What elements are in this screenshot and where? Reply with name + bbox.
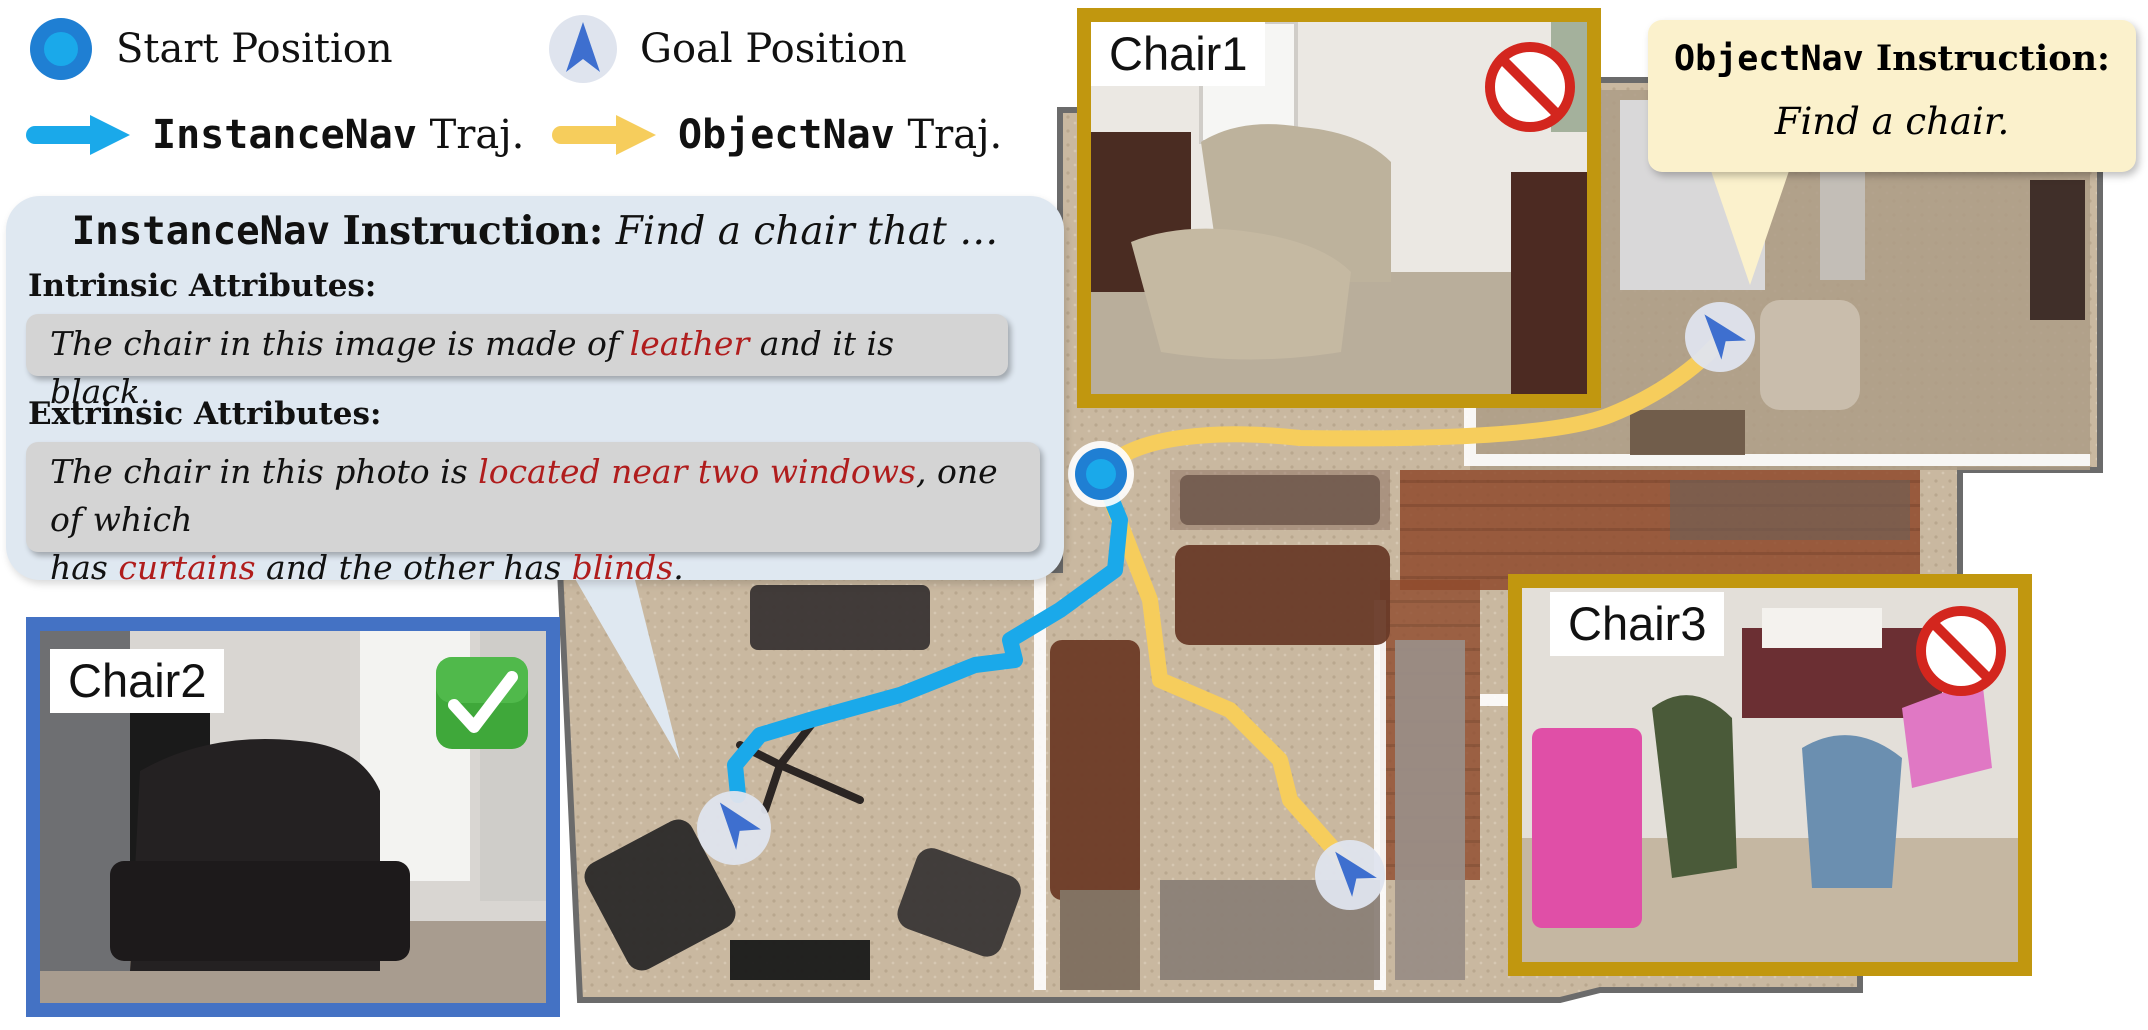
goal-position-icon xyxy=(549,15,617,83)
extrinsic-text-part: and the other has xyxy=(255,548,572,587)
objectnav-trajectory xyxy=(1093,332,1728,482)
extrinsic-attributes-text: The chair in this photo is located near … xyxy=(26,442,1040,587)
extrinsic-text-part: , one of which xyxy=(50,452,998,539)
black-chair-map xyxy=(897,848,1021,957)
legend-objectnav-trajectory: ObjectNav Traj. xyxy=(548,112,1002,158)
chair1-label: Chair1 xyxy=(1091,22,1266,86)
objectnav-instruction-box: ObjectNav Instruction: Find a chair. xyxy=(1648,20,2136,172)
fireplace xyxy=(730,940,870,980)
instancenav-trajectory xyxy=(727,466,1128,803)
coffee-table xyxy=(1180,475,1380,525)
instancenav-callout-tail xyxy=(570,560,680,760)
legend-instancenav-prefix: InstanceNav xyxy=(152,112,417,158)
instancenav-instruction-title: InstanceNav Instruction: Find a chair th… xyxy=(6,208,1064,254)
prohibited-icon xyxy=(1485,42,1575,132)
goal-marker-chair1 xyxy=(1685,302,1755,372)
objectnav-instruction-title: ObjectNav Instruction: xyxy=(1648,38,2136,79)
extrinsic-text-part: has xyxy=(50,548,119,587)
chair2-frame: Chair2 xyxy=(26,617,560,1017)
chair3-frame: Chair3 xyxy=(1508,574,2032,976)
intrinsic-attributes-heading: Intrinsic Attributes: xyxy=(28,268,377,304)
instancenav-arrow-icon xyxy=(26,115,130,155)
clutter-top xyxy=(1170,470,1390,530)
intrinsic-highlight-leather: leather xyxy=(629,324,750,363)
check-mark-icon xyxy=(436,657,528,749)
chair3-label: Chair3 xyxy=(1550,592,1725,656)
legend-objectnav-suffix: Traj. xyxy=(907,112,1003,158)
legend-goal-label: Goal Position xyxy=(640,26,907,72)
long-sofa xyxy=(1050,640,1140,900)
extrinsic-highlight-windows: located near two windows xyxy=(478,452,916,491)
legend-objectnav-prefix: ObjectNav xyxy=(678,112,895,158)
tv-stand xyxy=(750,585,930,650)
sofa-living-room xyxy=(1175,545,1390,645)
instancenav-instruction-box: InstanceNav Instruction: Find a chair th… xyxy=(6,196,1064,587)
extrinsic-text-part: . xyxy=(673,548,684,587)
extrinsic-text-part: The chair in this photo is xyxy=(50,452,479,491)
instancenav-instruction-text: Find a chair that … xyxy=(615,209,999,254)
chair3-photo xyxy=(1522,588,2018,962)
dresser xyxy=(1820,160,1865,280)
extrinsic-highlight-blinds: blinds xyxy=(571,548,674,587)
dark-cabinet xyxy=(2030,180,2085,320)
bedroom-armchair xyxy=(1760,300,1860,410)
objectnav-instruction-prefix: ObjectNav xyxy=(1674,39,1864,79)
start-position-marker xyxy=(1068,441,1134,507)
start-position-icon xyxy=(30,18,92,80)
goal-marker-chair3 xyxy=(1315,840,1385,910)
legend-goal-position: Goal Position xyxy=(548,14,907,84)
black-sofa-map xyxy=(584,819,736,971)
objectnav-instruction-text: Find a chair. xyxy=(1774,100,2010,143)
objectnav-arrow-icon xyxy=(552,115,656,155)
legend-instancenav-trajectory: InstanceNav Traj. xyxy=(22,112,524,158)
objectnav-trajectory-2 xyxy=(1093,466,1358,878)
legend-start-label: Start Position xyxy=(116,26,393,72)
shelf-right xyxy=(1670,480,1910,540)
intrinsic-text-part: The chair in this image is made of xyxy=(50,324,630,363)
bench xyxy=(1630,410,1745,455)
chair1-frame: Chair1 xyxy=(1077,8,1601,408)
objectnav-instruction-label: Instruction: xyxy=(1875,38,2110,79)
intrinsic-text-part: and it is black. xyxy=(50,324,895,411)
legend-instancenav-suffix: Traj. xyxy=(429,112,525,158)
shelf-left xyxy=(1060,890,1140,990)
chair2-label: Chair2 xyxy=(50,649,225,713)
instancenav-instruction-label: Instruction: xyxy=(342,208,604,254)
intrinsic-attributes-text: The chair in this image is made of leath… xyxy=(26,314,1008,411)
objectnav-callout-tail xyxy=(1710,168,1790,285)
ceiling-fan xyxy=(736,716,864,814)
instancenav-instruction-prefix: InstanceNav xyxy=(71,209,331,254)
furniture xyxy=(584,100,2085,990)
goal-marker-chair2 xyxy=(697,791,771,865)
legend-start-position: Start Position xyxy=(28,16,393,82)
prohibited-icon xyxy=(1916,606,2006,696)
extrinsic-attributes-heading: Extrinsic Attributes: xyxy=(28,396,382,432)
extrinsic-highlight-curtains: curtains xyxy=(118,548,256,587)
kitchen-counter xyxy=(1395,640,1465,980)
